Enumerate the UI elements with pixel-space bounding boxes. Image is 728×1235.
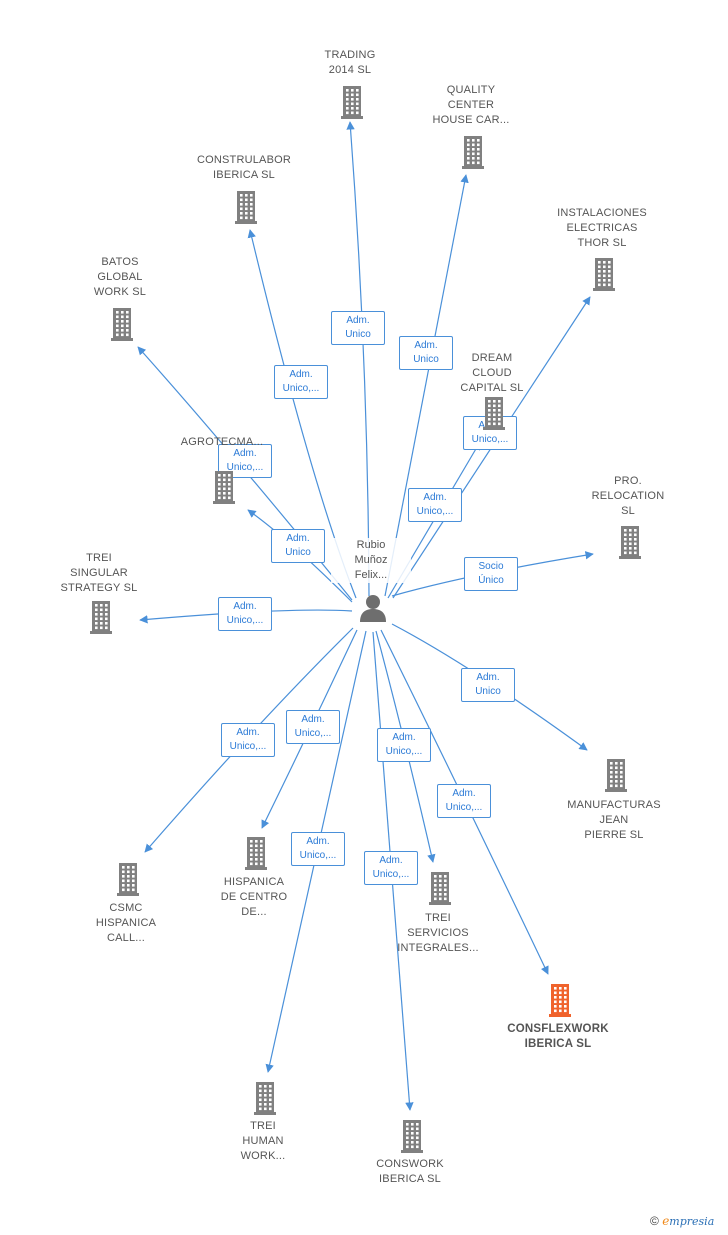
copyright-icon: © [650,1214,659,1228]
relation-label-trei_singular[interactable]: Adm. Unico,... [218,597,272,631]
relation-label-agrotecma[interactable]: Adm. Unico [271,529,325,563]
relation-label-csmc[interactable]: Adm. Unico,... [221,723,275,757]
company-label-trading[interactable]: TRADING 2014 SL [324,49,376,76]
company-label-pro[interactable]: PRO. RELOCATION SL [591,475,665,517]
relation-label-construlabor[interactable]: Adm. Unico,... [274,365,328,399]
building-icon-manufacturas[interactable] [599,758,633,792]
person-name-label[interactable]: Rubio Muñoz Felix... [331,538,411,583]
copyright-credit: © empresia [650,1214,714,1228]
building-icon-instalaciones[interactable] [587,257,621,291]
company-label-csmc[interactable]: CSMC HISPANICA CALL... [95,902,157,944]
building-icon-quality[interactable] [456,135,490,169]
relation-label-hispanica[interactable]: Adm. Unico,... [286,710,340,744]
company-label-consflexwork[interactable]: CONSFLEXWORK IBERICA SL [507,1023,609,1050]
building-icon-trei_singular[interactable] [84,600,118,634]
building-icon-hispanica[interactable] [239,836,273,870]
relation-label-quality[interactable]: Adm. Unico [399,336,453,370]
company-label-dream[interactable]: DREAM CLOUD CAPITAL SL [460,352,524,394]
relation-label-trei_human[interactable]: Adm. Unico,... [291,832,345,866]
person-icon[interactable] [357,592,389,624]
relation-label-dream[interactable]: Adm. Unico,... [408,488,462,522]
relation-label-trading[interactable]: Adm. Unico [331,311,385,345]
empresia-logo-text: mpresia [669,1215,715,1228]
relation-label-conswork[interactable]: Adm. Unico,... [364,851,418,885]
company-label-batos[interactable]: BATOS GLOBAL WORK SL [93,256,147,298]
building-icon-agrotecma[interactable] [207,470,241,504]
company-label-trei_singular[interactable]: TREI SINGULAR STRATEGY SL [60,552,138,594]
building-icon-dream[interactable] [477,396,511,430]
company-label-manufacturas[interactable]: MANUFACTURAS JEAN PIERRE SL [567,799,661,841]
company-label-trei_human[interactable]: TREI HUMAN WORK... [240,1120,286,1162]
company-label-agrotecma[interactable]: AGROTECMA... [180,436,264,448]
company-label-conswork[interactable]: CONSWORK IBERICA SL [376,1158,444,1185]
building-icon-consflexwork[interactable] [543,983,577,1017]
building-icon-trading[interactable] [335,85,369,119]
building-icon-trei_human[interactable] [248,1081,282,1115]
edge-trading [346,121,370,597]
relation-label-trei_servicios[interactable]: Adm. Unico,... [377,728,431,762]
relation-label-pro[interactable]: Socio Único [464,557,518,591]
empresia-logo-initial: e [662,1214,670,1228]
company-label-construlabor[interactable]: CONSTRULABOR IBERICA SL [196,154,292,181]
relation-label-consflexwork[interactable]: Adm. Unico,... [437,784,491,818]
building-icon-csmc[interactable] [111,862,145,896]
company-label-instalaciones[interactable]: INSTALACIONES ELECTRICAS THOR SL [557,207,647,249]
company-label-trei_servicios[interactable]: TREI SERVICIOS INTEGRALES... [397,912,479,954]
building-icon-trei_servicios[interactable] [423,871,457,905]
relation-label-manufacturas[interactable]: Adm. Unico [461,668,515,702]
edge-quality [384,174,469,597]
building-icon-pro[interactable] [613,525,647,559]
company-label-hispanica[interactable]: HISPANICA DE CENTRO DE... [220,876,288,918]
company-label-quality[interactable]: QUALITY CENTER HOUSE CAR... [432,84,510,126]
building-icon-batos[interactable] [105,307,139,341]
building-icon-construlabor[interactable] [229,190,263,224]
building-icon-conswork[interactable] [395,1119,429,1153]
